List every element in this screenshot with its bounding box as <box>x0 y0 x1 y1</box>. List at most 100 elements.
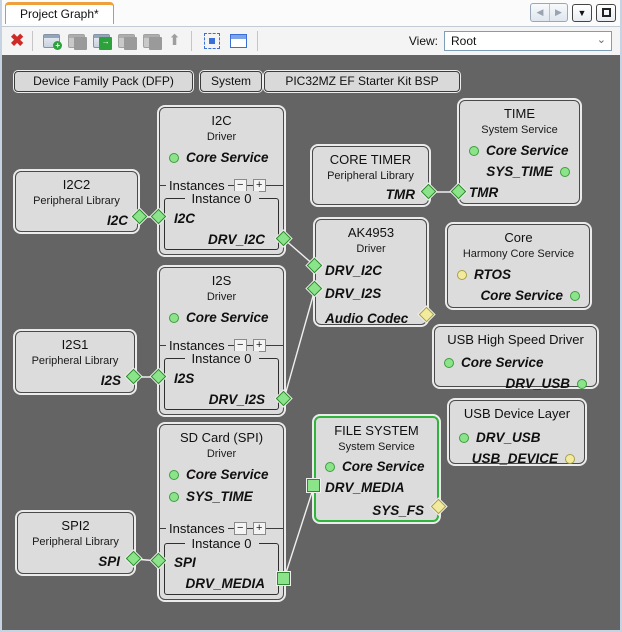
dependency-satisfied-icon <box>169 491 179 502</box>
export-component-icon[interactable] <box>118 34 138 50</box>
import-component-icon[interactable]: → <box>93 34 113 50</box>
node-core-timer[interactable]: CORE TIMER Peripheral Library TMR <box>312 146 429 205</box>
dependency-label: Core Service <box>186 310 269 325</box>
instance-label: Instance 0 <box>184 536 259 551</box>
node-subtitle: Driver <box>206 448 237 460</box>
node-subtitle: System Service <box>338 441 415 453</box>
view-dropdown[interactable]: Root ⌄ <box>444 31 612 51</box>
tab-controls: ◀ ▶ ▼ <box>530 3 616 22</box>
tick <box>265 344 283 346</box>
dependency-label: Core Service <box>186 467 269 482</box>
scroll-right-icon[interactable]: ▶ <box>549 4 567 21</box>
dependency-label: I2C <box>174 211 196 226</box>
capability-label: DRV_USB <box>505 376 570 391</box>
add-instance-button[interactable]: + <box>252 338 266 352</box>
dependency-satisfied-icon <box>169 312 179 323</box>
capability-label: SYS_TIME <box>486 164 553 179</box>
dependency-label: TMR <box>469 185 499 200</box>
tick <box>160 527 166 529</box>
remove-instance-button[interactable]: − <box>233 338 247 352</box>
add-component-icon[interactable]: + <box>43 34 63 50</box>
tick <box>160 344 166 346</box>
instances-label: Instances <box>169 177 225 193</box>
node-title: I2C <box>211 113 232 128</box>
add-instance-button[interactable]: + <box>252 178 266 192</box>
delete-component-icon[interactable]: ✖ <box>10 31 25 50</box>
toolbar-separator <box>190 31 192 51</box>
node-time[interactable]: TIME System Service Core Service SYS_TIM… <box>459 100 580 204</box>
instance-box: Instance 0 SPI DRV_MEDIA <box>164 536 279 595</box>
node-file-system[interactable]: FILE SYSTEM System Service Core Service … <box>314 416 439 522</box>
capability-connected-icon <box>560 166 570 177</box>
capability-connected-icon <box>570 290 580 301</box>
chip-system[interactable]: System <box>200 71 262 92</box>
capability-label: I2S <box>100 373 121 388</box>
node-i2s1[interactable]: I2S1 Peripheral Library I2S <box>15 331 135 393</box>
node-title: AK4953 <box>347 225 395 240</box>
add-instance-button[interactable]: + <box>252 521 266 535</box>
dependency-label: DRV_MEDIA <box>325 480 405 495</box>
dependency-label: I2S <box>174 371 195 386</box>
scroll-left-icon[interactable]: ◀ <box>536 7 544 17</box>
node-i2s-driver[interactable]: I2S Driver Core Service Instances − + In… <box>159 267 284 415</box>
tick <box>160 184 166 186</box>
capability-label: TMR <box>385 187 415 202</box>
node-i2c-driver[interactable]: I2C Driver Core Service Instances − + In… <box>159 107 284 255</box>
node-title: I2S <box>211 273 232 288</box>
dependency-label: SYS_TIME <box>186 489 253 504</box>
node-usb-device-layer[interactable]: USB Device Layer DRV_USB USB_DEVICE <box>449 400 585 466</box>
dependency-satisfied-icon <box>469 145 479 156</box>
tab-list-menu-icon[interactable]: ▼ <box>572 3 592 22</box>
tab-bar: Project Graph* ◀ ▶ ▼ <box>2 0 620 27</box>
node-core[interactable]: Core Harmony Core Service RTOS Core Serv… <box>447 224 590 308</box>
instances-row: Instances − + <box>160 176 283 194</box>
instances-label: Instances <box>169 337 225 353</box>
fit-to-view-icon[interactable] <box>203 33 220 49</box>
dependency-label: Core Service <box>486 143 569 158</box>
node-subtitle: Peripheral Library <box>33 195 120 207</box>
chip-device-family-pack[interactable]: Device Family Pack (DFP) <box>14 71 193 92</box>
node-subtitle: Harmony Core Service <box>462 248 575 260</box>
remove-component-icon[interactable] <box>68 34 88 50</box>
node-title: SPI2 <box>61 518 90 533</box>
node-title: I2S1 <box>61 337 89 352</box>
import-arrow-icon: → <box>99 37 113 50</box>
chip-bsp[interactable]: PIC32MZ EF Starter Kit BSP <box>264 71 460 92</box>
move-component-icon[interactable] <box>143 34 163 50</box>
view-label: View: <box>408 34 438 48</box>
connector-sd-card-drv-media-out[interactable] <box>277 572 290 585</box>
navigate-up-icon[interactable]: ⬆ <box>168 32 181 49</box>
node-sd-card[interactable]: SD Card (SPI) Driver Core Service SYS_TI… <box>159 424 284 600</box>
dependency-satisfied-icon <box>459 432 469 443</box>
instance-box: Instance 0 I2C DRV_I2C <box>164 191 279 250</box>
tick <box>246 184 253 186</box>
instance-label: Instance 0 <box>184 351 259 366</box>
tick <box>246 344 253 346</box>
dependency-label: DRV_USB <box>476 430 541 445</box>
tick <box>227 527 234 529</box>
tab-project-graph[interactable]: Project Graph* <box>5 2 114 24</box>
dependency-label: DRV_I2C <box>325 263 383 278</box>
dependency-satisfied-icon <box>169 469 179 480</box>
maximize-glyph <box>601 7 611 17</box>
capability-label: I2C <box>106 213 128 228</box>
node-spi2[interactable]: SPI2 Peripheral Library SPI <box>17 512 134 574</box>
node-subtitle: Peripheral Library <box>31 355 119 367</box>
node-subtitle: System Service <box>481 124 558 136</box>
capability-label: Core Service <box>480 288 563 303</box>
window-layout-icon[interactable] <box>229 34 247 48</box>
node-i2c2[interactable]: I2C2 Peripheral Library I2C <box>15 171 138 232</box>
node-usb-hs-driver[interactable]: USB High Speed Driver Core Service DRV_U… <box>434 326 597 391</box>
remove-instance-button[interactable]: − <box>233 521 247 535</box>
remove-instance-button[interactable]: − <box>233 178 247 192</box>
node-ak4953[interactable]: AK4953 Driver DRV_I2C DRV_I2S Audio Code… <box>315 219 427 326</box>
tick <box>227 184 234 186</box>
instances-label: Instances <box>169 520 225 536</box>
dependency-unsatisfied-icon <box>457 269 467 280</box>
node-title: USB Device Layer <box>463 406 571 421</box>
tick <box>246 527 253 529</box>
connector-file-system-drv-media-in[interactable] <box>307 479 320 492</box>
dependency-label: DRV_I2S <box>325 286 382 301</box>
maximize-window-icon[interactable] <box>596 3 616 22</box>
